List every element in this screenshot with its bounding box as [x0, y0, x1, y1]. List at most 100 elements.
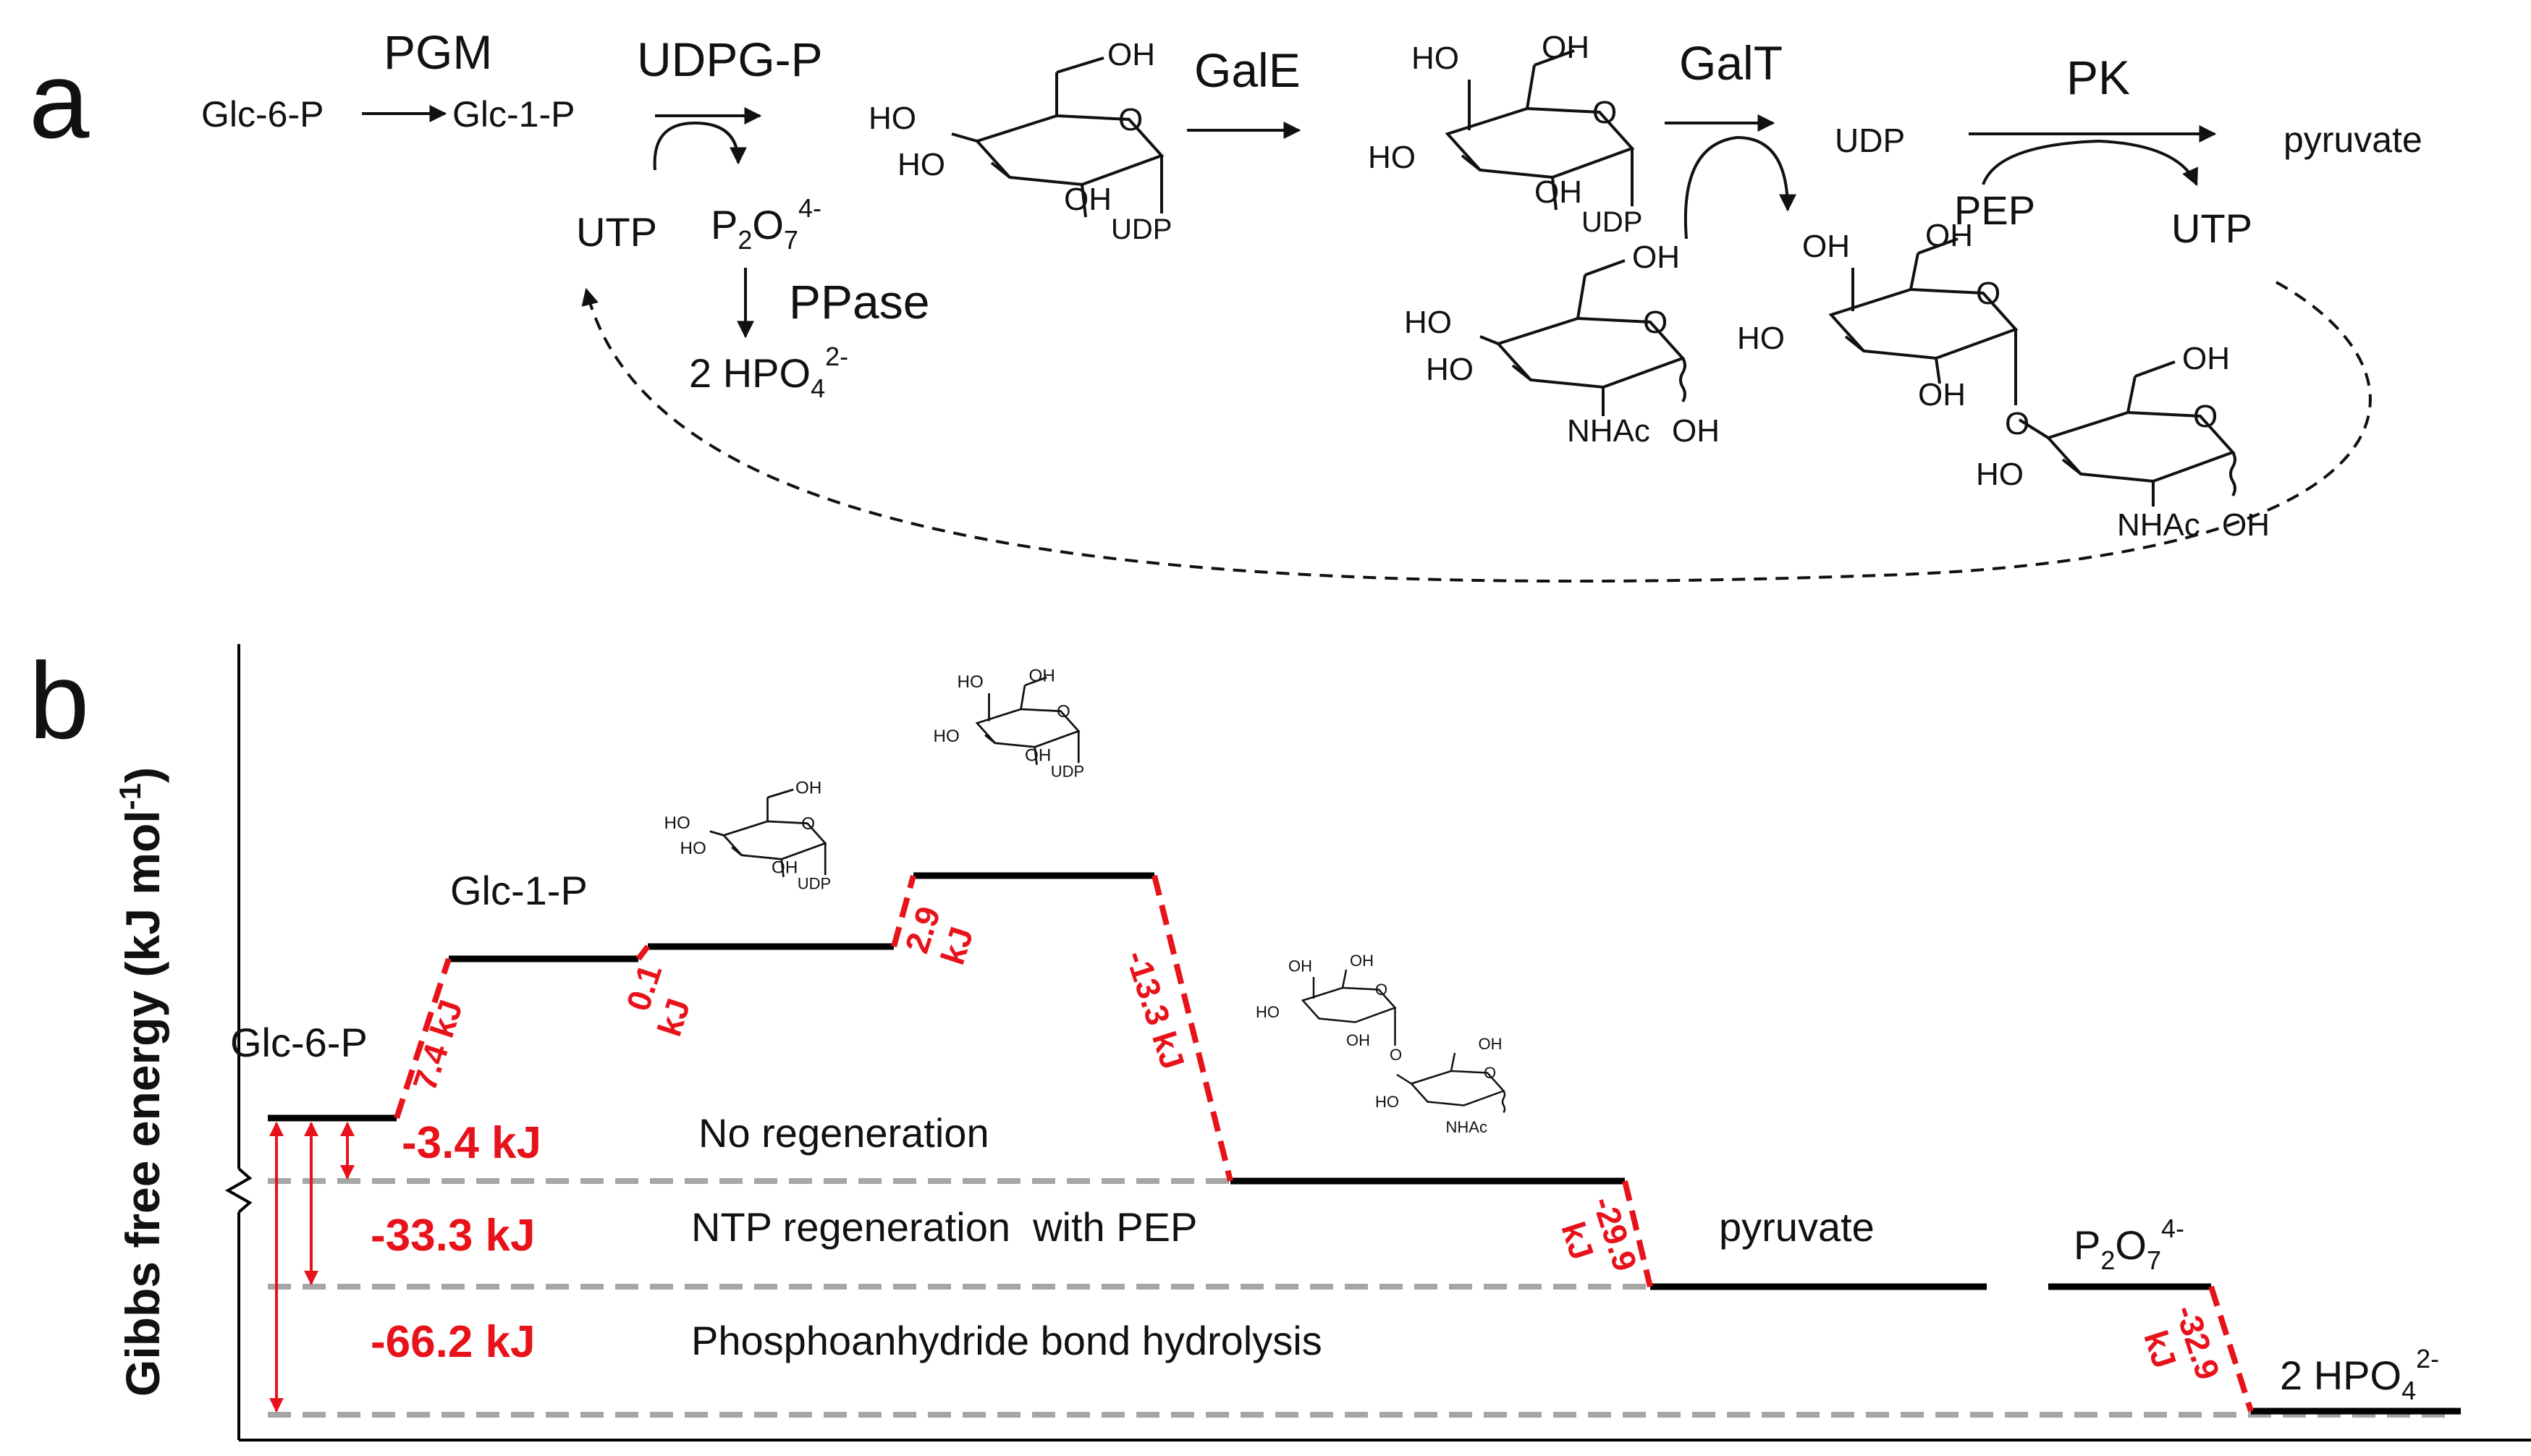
svg-text:OH: OH [1802, 229, 1850, 264]
svg-text:OH: OH [795, 779, 821, 798]
y-axis-label: Gibbs free energy (kJ mol-1) [113, 767, 169, 1397]
svg-text:HO: HO [1368, 140, 1416, 175]
svg-text:OH: OH [1534, 174, 1582, 210]
scheme-glc6p: Glc-6-P [201, 94, 324, 135]
svg-text:2 HPO42-: 2 HPO42- [2280, 1344, 2439, 1405]
utp-recycle-loop [581, 281, 2372, 583]
glcnac-structure: HO HO OH O NHAc OH [1404, 240, 1720, 449]
panel-label-b: b [29, 640, 89, 761]
svg-text:OH: OH [2182, 341, 2230, 376]
svg-text:HO: HO [1404, 305, 1452, 340]
svg-text:NHAc: NHAc [1567, 413, 1650, 449]
step-label-3: 2.9 kJ [897, 902, 981, 969]
svg-text:UDP: UDP [1581, 206, 1642, 238]
energy-lacnac-structure: OH OH HO O OH O [1256, 952, 1402, 1064]
svg-text:O: O [2193, 399, 2218, 434]
energy-lacnac-glcnac-unit: HO OH O NHAc [1375, 1035, 1506, 1136]
scheme-pgm-label: PGM [384, 25, 492, 79]
svg-text:HO: HO [1426, 352, 1474, 387]
scheme-glc1p: Glc-1-P [452, 94, 575, 135]
step-label-1: 7.4 kJ [405, 995, 470, 1095]
udp-glucose-structure: HO HO OH O OH UDP [869, 37, 1172, 245]
step-label-2: 0.1 kJ [619, 960, 698, 1041]
scheme-hpo4: 2 HPO42- [689, 342, 848, 403]
svg-text:HO: HO [958, 672, 984, 692]
energy-label-ppi: P2O74- [2074, 1214, 2184, 1275]
svg-text:HO: HO [664, 813, 690, 833]
panel-label-a: a [29, 39, 90, 161]
svg-text:O: O [801, 814, 815, 834]
svg-text:OH: OH [1029, 666, 1055, 686]
transition-3 [891, 874, 916, 948]
svg-text:P2O74-: P2O74- [711, 193, 821, 255]
svg-text:HO: HO [1737, 321, 1785, 356]
scheme-utp-right: UTP [2171, 206, 2252, 251]
energy-udp-galactose-structure: HO OH HO O OH UDP [934, 666, 1085, 781]
transition-5 [1622, 1180, 1653, 1287]
svg-text:O: O [1118, 102, 1143, 137]
svg-text:HO: HO [1375, 1093, 1399, 1111]
scheme-utp-left: UTP [576, 209, 657, 255]
svg-text:OH: OH [1350, 952, 1374, 970]
energy-label-glc1p: Glc-1-P [450, 868, 588, 913]
svg-text:OH: OH [1672, 413, 1720, 449]
svg-text:O: O [1390, 1046, 1402, 1064]
lacnac-structure: OH OH HO O OH O [1737, 218, 2029, 441]
svg-text:OH: OH [1918, 377, 1966, 412]
svg-text:P2O74-: P2O74- [2074, 1214, 2184, 1275]
scheme-galt-label: GalT [1679, 36, 1783, 90]
scheme-pep: PEP [1954, 187, 2035, 233]
svg-text:HO: HO [1976, 457, 2024, 492]
step-label-6: -32.9 kJ [2137, 1300, 2227, 1384]
svg-text:NHAc: NHAc [1446, 1118, 1487, 1136]
desc-ntp-regeneration: NTP regeneration with PEP [691, 1204, 1197, 1250]
total-no-regeneration: -3.4 kJ [402, 1118, 541, 1168]
svg-text:HO: HO [1411, 41, 1459, 76]
transition-1 [394, 957, 452, 1119]
step-label-4: -13.3 kJ [1118, 946, 1192, 1074]
scheme-pyruvate: pyruvate [2283, 119, 2422, 160]
desc-no-regeneration: No regeneration [698, 1110, 989, 1156]
svg-text:HO: HO [897, 147, 945, 182]
scheme-ppase-label: PPase [789, 275, 929, 329]
udpgp-curve [653, 121, 747, 171]
transition-6 [2208, 1285, 2254, 1413]
galt-curve [1683, 135, 1796, 240]
svg-text:HO: HO [1256, 1003, 1280, 1021]
scheme-pk-label: PK [2066, 51, 2130, 104]
svg-text:UDP: UDP [1051, 763, 1084, 781]
transition-4 [1152, 875, 1233, 1182]
svg-text:OH: OH [1025, 746, 1051, 766]
svg-text:O: O [1592, 95, 1617, 130]
svg-text:HO: HO [680, 839, 706, 858]
svg-text:UDP: UDP [798, 875, 831, 893]
axis-break [224, 1167, 253, 1214]
svg-text:O: O [1643, 305, 1668, 340]
transition-2 [635, 944, 651, 961]
udp-galactose-structure: HO OH HO O OH UDP [1368, 30, 1642, 238]
scheme-gale-label: GalE [1194, 43, 1301, 97]
svg-text:OH: OH [1107, 37, 1155, 72]
energy-label-glc6p: Glc-6-P [230, 1020, 368, 1065]
svg-text:O: O [1057, 702, 1070, 721]
svg-text:O: O [1375, 981, 1387, 999]
svg-text:UDP: UDP [1111, 213, 1172, 245]
svg-text:OH: OH [1346, 1031, 1370, 1049]
scheme-udp: UDP [1835, 122, 1905, 159]
pk-curve [1982, 139, 2198, 187]
svg-text:HO: HO [934, 727, 960, 746]
scheme-pyrophosphate: P2O74- [711, 193, 821, 255]
svg-text:2 HPO42-: 2 HPO42- [689, 342, 848, 403]
step-label-5: -29.9 kJ [1554, 1192, 1644, 1276]
svg-text:OH: OH [1288, 957, 1312, 975]
lacnac-glcnac-unit: HO OH O NHAc OH [1976, 341, 2270, 543]
svg-text:OH: OH [1064, 182, 1112, 217]
desc-hydrolysis: Phosphoanhydride bond hydrolysis [691, 1318, 1322, 1363]
svg-text:OH: OH [1632, 240, 1680, 275]
svg-text:OH: OH [1479, 1035, 1503, 1053]
svg-text:OH: OH [1542, 30, 1589, 65]
energy-udp-glucose-structure: HO HO OH O OH UDP [664, 779, 832, 893]
svg-text:O: O [1976, 276, 2000, 311]
svg-text:OH: OH [1925, 218, 1973, 253]
